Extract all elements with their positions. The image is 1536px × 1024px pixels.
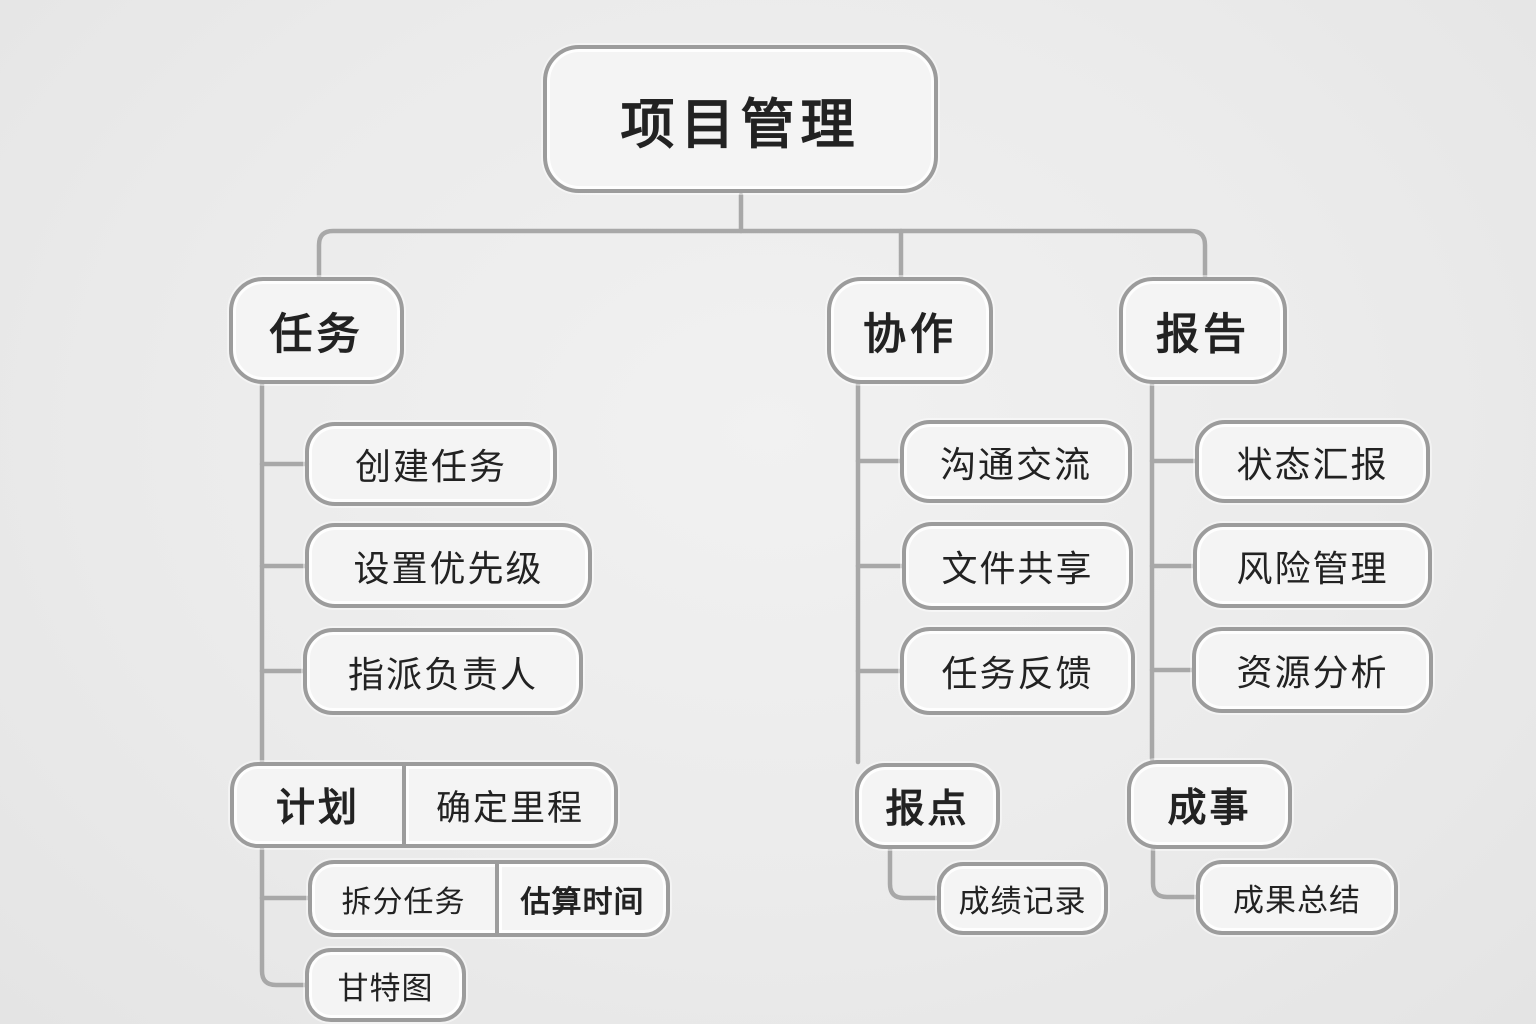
node-plan-label: 计划 bbox=[275, 786, 360, 831]
node-communication-label: 沟通交流 bbox=[939, 444, 1092, 486]
node-estimate-time-label: 估算时间 bbox=[520, 884, 645, 920]
node-report-point[interactable]: 报点 bbox=[855, 763, 1000, 849]
node-plan-cell[interactable]: 计划 bbox=[234, 766, 402, 844]
node-split-task-label: 拆分任务 bbox=[341, 884, 466, 920]
node-resource-analysis-label: 资源分析 bbox=[1236, 653, 1389, 694]
node-plan-milestone[interactable]: 计划 确定里程 bbox=[230, 762, 618, 848]
node-resource-analysis[interactable]: 资源分析 bbox=[1192, 627, 1433, 713]
node-outcome-label: 成事 bbox=[1167, 785, 1252, 831]
node-estimate-time-cell[interactable]: 估算时间 bbox=[495, 864, 666, 933]
node-create-task-label: 创建任务 bbox=[354, 447, 507, 488]
node-report-label: 报告 bbox=[1156, 309, 1250, 360]
node-collaboration-label: 协作 bbox=[863, 309, 957, 360]
node-milestone-label: 确定里程 bbox=[435, 788, 584, 829]
node-task-feedback-label: 任务反馈 bbox=[941, 654, 1094, 695]
node-record[interactable]: 成绩记录 bbox=[937, 862, 1108, 935]
node-status-report-label: 状态汇报 bbox=[1236, 444, 1389, 486]
node-set-priority[interactable]: 设置优先级 bbox=[305, 523, 592, 608]
node-report-point-label: 报点 bbox=[885, 787, 970, 832]
node-status-report[interactable]: 状态汇报 bbox=[1195, 420, 1430, 503]
node-risk-management[interactable]: 风险管理 bbox=[1193, 523, 1432, 608]
node-milestone-cell[interactable]: 确定里程 bbox=[402, 766, 614, 844]
node-set-priority-label: 设置优先级 bbox=[353, 548, 544, 590]
node-result-summary-label: 成果总结 bbox=[1233, 883, 1361, 919]
node-result-summary[interactable]: 成果总结 bbox=[1196, 860, 1398, 935]
node-record-label: 成绩记录 bbox=[958, 884, 1087, 920]
node-root[interactable]: 项目管理 bbox=[543, 45, 938, 193]
node-create-task[interactable]: 创建任务 bbox=[305, 422, 557, 506]
node-report[interactable]: 报告 bbox=[1119, 277, 1287, 384]
node-file-sharing[interactable]: 文件共享 bbox=[902, 522, 1133, 610]
node-gantt-chart-label: 甘特图 bbox=[337, 970, 434, 1007]
node-collaboration[interactable]: 协作 bbox=[827, 277, 993, 384]
node-tasks[interactable]: 任务 bbox=[229, 277, 404, 384]
node-risk-management-label: 风险管理 bbox=[1236, 548, 1389, 590]
node-gantt-chart[interactable]: 甘特图 bbox=[305, 948, 466, 1022]
node-assign-owner[interactable]: 指派负责人 bbox=[303, 628, 583, 715]
node-root-label: 项目管理 bbox=[620, 92, 861, 156]
node-outcome[interactable]: 成事 bbox=[1127, 760, 1292, 849]
node-split-estimate[interactable]: 拆分任务 估算时间 bbox=[308, 860, 670, 937]
node-assign-owner-label: 指派负责人 bbox=[347, 654, 538, 696]
node-tasks-label: 任务 bbox=[269, 309, 364, 360]
node-file-sharing-label: 文件共享 bbox=[941, 549, 1094, 590]
node-communication[interactable]: 沟通交流 bbox=[900, 420, 1132, 503]
node-split-task-cell[interactable]: 拆分任务 bbox=[312, 864, 495, 933]
node-task-feedback[interactable]: 任务反馈 bbox=[900, 627, 1135, 715]
